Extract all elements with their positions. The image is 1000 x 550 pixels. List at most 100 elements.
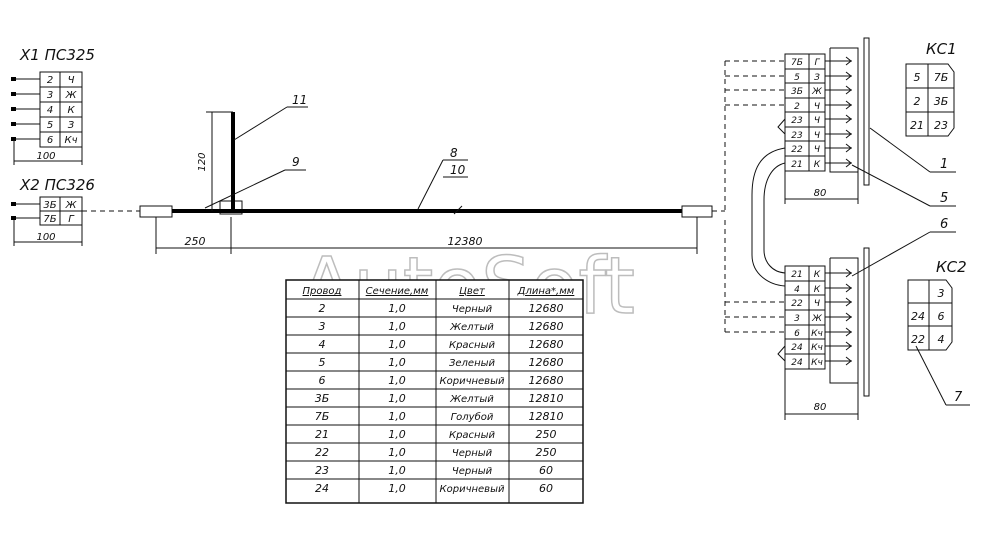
ks1-color: Ч (814, 116, 820, 126)
x2-title: X2 ПС326 (19, 176, 95, 194)
dim-120-label: 120 (197, 152, 208, 171)
table-cell-wire: 24 (315, 482, 329, 495)
table-cell-wire: 2 (319, 302, 326, 315)
x2-color: Г (68, 214, 75, 225)
ks2-pin: 6 (794, 329, 800, 339)
ks2-pin: 4 (794, 285, 800, 295)
x1-rows: 2 Ч 3 Ж 4 К 5 З 6 Кч (47, 75, 78, 146)
ks1-color: Ч (814, 145, 820, 155)
ks2-rows: 21 К 4 К 22 Ч 3 Ж 6 Кч 24 Кч 24 Кч (791, 270, 823, 368)
callout-6: 6 (851, 217, 956, 277)
table-cell-section: 1,0 (388, 356, 406, 369)
ks1-pin: 5 (794, 73, 800, 83)
x2-dim-label: 100 (36, 232, 55, 243)
table-header-cell: Сечение,мм (366, 286, 429, 297)
ks2-plug-cell: 24 (911, 310, 925, 323)
ks2-plug-cell: 22 (911, 333, 925, 346)
ks2-color: К (814, 270, 821, 280)
table-cell-length: 12680 (529, 338, 564, 351)
callout-11: 11 (233, 93, 308, 141)
callout-8-10: 8 10 (417, 146, 468, 210)
table-cell-length: 12680 (529, 356, 564, 369)
x2-pin: 3Б (43, 200, 56, 211)
ks1-connector: 80 (724, 37, 870, 287)
ks2-title: КС2 (936, 258, 967, 276)
table-cell-length: 12810 (529, 392, 564, 405)
ks1-pin: 3Б (791, 87, 803, 97)
ks2-color: Ч (814, 299, 820, 309)
wire-table (285, 279, 584, 504)
table-cell-section: 1,0 (388, 302, 406, 315)
table-cell-wire: 6 (319, 374, 326, 387)
x1-color: Кч (64, 135, 77, 146)
x1-dim-label: 100 (36, 151, 55, 162)
ks1-dim-label: 80 (814, 188, 827, 199)
ks1-color: К (814, 160, 821, 170)
callout-7: 7 (915, 345, 970, 406)
table-cell-length: 12680 (529, 374, 564, 387)
ks1-rows: 7Б Г 5 З 3Б Ж 2 Ч 23 Ч 23 Ч 22 Ч 21 К (791, 58, 822, 170)
ks2-plug-cell: 4 (938, 333, 945, 346)
callout-5: 5 (851, 164, 956, 207)
callout-9: 9 (204, 155, 306, 209)
x1-dimension: 100 (13, 140, 83, 165)
dim-250-label: 250 (185, 235, 206, 248)
callout-6-label: 6 (940, 217, 948, 232)
callout-8-label: 8 (450, 146, 458, 160)
ks2-color: Кч (811, 343, 823, 353)
table-row: 5 1,0 Зеленый 12680 (319, 356, 564, 369)
x2-pin: 7Б (43, 214, 56, 225)
ks2-connector: 80 (724, 220, 870, 420)
table-header-cell: Цвет (459, 286, 486, 297)
dim-12380-label: 12380 (448, 235, 483, 248)
table-header-cell: Провод (303, 286, 342, 297)
table-cell-section: 1,0 (388, 464, 406, 477)
table-cell-color: Коричневый (440, 376, 505, 387)
dim-12380: 12380 (231, 217, 698, 254)
table-cell-wire: 22 (315, 446, 329, 459)
table-cell-color: Коричневый (440, 484, 505, 495)
ks2-dim-label: 80 (814, 402, 827, 413)
ks2-color: Ж (811, 314, 822, 324)
x1-color: З (68, 120, 75, 131)
x1-pin: 6 (47, 135, 53, 146)
x1-pin: 2 (47, 75, 53, 86)
table-cell-section: 1,0 (388, 428, 406, 441)
table-cell-color: Красный (449, 340, 496, 351)
ks1-plug-cell: 7Б (934, 71, 949, 84)
ks1-plug: 5 7Б 2 3Б 21 23 (905, 63, 955, 137)
ks1-pin: 23 (791, 116, 803, 126)
ks2-pin: 21 (791, 270, 802, 280)
ks1-pin: 7Б (791, 58, 803, 68)
table-cell-length: 12680 (529, 320, 564, 333)
table-cell-wire: 5 (319, 356, 326, 369)
x1-pin: 3 (47, 90, 53, 101)
main-harness (139, 112, 713, 218)
table-cell-color: Зеленый (449, 358, 496, 369)
ks2-color: К (814, 285, 821, 295)
dim-120: 120 (197, 111, 233, 211)
table-cell-wire: 21 (315, 428, 329, 441)
table-cell-length: 60 (539, 464, 553, 477)
ks1-pin: 22 (791, 145, 803, 155)
table-cell-color: Желтый (449, 394, 494, 405)
ks2-color: Кч (811, 358, 823, 368)
ks1-title: КС1 (926, 40, 957, 58)
callout-1-label: 1 (940, 157, 948, 172)
table-cell-section: 1,0 (388, 446, 406, 459)
table-cell-length: 250 (536, 446, 557, 459)
ks1-plug-cell: 23 (934, 119, 948, 132)
table-cell-section: 1,0 (388, 392, 406, 405)
table-cell-section: 1,0 (388, 482, 406, 495)
callout-10-label: 10 (450, 163, 466, 177)
ks2-pin: 22 (791, 299, 803, 309)
